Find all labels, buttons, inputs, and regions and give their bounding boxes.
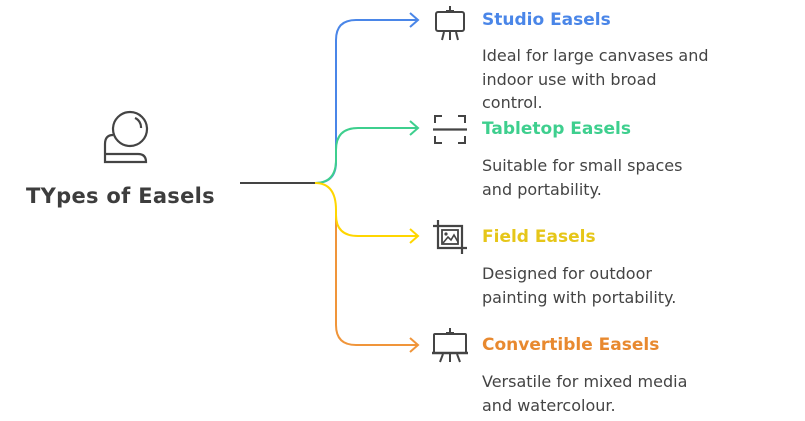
item-desc-field: Designed for outdoor painting with porta… xyxy=(482,262,782,309)
item-desc-convertible: Versatile for mixed media and watercolou… xyxy=(482,370,782,417)
crop-image-icon xyxy=(433,220,467,254)
studio-easel-icon xyxy=(435,6,465,41)
item-title-convertible: Convertible Easels xyxy=(482,335,660,355)
desk-lamp-icon xyxy=(103,110,149,164)
desc-line: Designed for outdoor xyxy=(482,264,652,283)
item-title-field: Field Easels xyxy=(482,227,596,247)
desc-line: and portability. xyxy=(482,179,602,199)
presentation-easel-icon xyxy=(432,328,468,363)
desc-line: control. xyxy=(482,93,543,112)
branch-tabletop xyxy=(314,127,418,184)
desc-line: and watercolour. xyxy=(482,395,616,415)
desc-line: Suitable for small spaces xyxy=(482,156,683,175)
scan-frame-icon xyxy=(433,115,467,144)
branch-field xyxy=(314,182,418,237)
desc-line: indoor use with broad xyxy=(482,69,657,89)
hub-title: TYpes of Easels xyxy=(26,184,215,208)
arrow-tabletop xyxy=(409,120,420,136)
desc-line: painting with portability. xyxy=(482,287,677,307)
arrow-studio xyxy=(409,12,420,28)
item-title-tabletop: Tabletop Easels xyxy=(482,119,631,139)
item-title-studio: Studio Easels xyxy=(482,10,611,30)
desc-line: Ideal for large canvases and xyxy=(482,46,709,65)
arrow-field xyxy=(409,228,420,244)
item-desc-tabletop: Suitable for small spaces and portabilit… xyxy=(482,154,782,201)
branch-studio xyxy=(314,19,418,184)
item-desc-studio: Ideal for large canvases and indoor use … xyxy=(482,44,782,115)
arrow-convertible xyxy=(409,337,420,353)
branch-convertible xyxy=(335,215,418,346)
desc-line: Versatile for mixed media xyxy=(482,372,688,391)
